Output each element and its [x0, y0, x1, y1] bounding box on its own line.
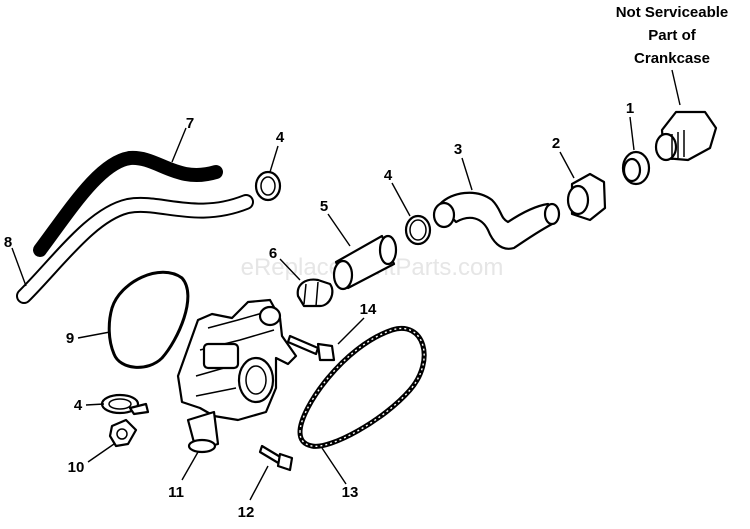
part-1-ring: 1 [621, 100, 651, 186]
part-3-bent-tube: 3 [432, 141, 561, 250]
crankcase-note: Not Serviceable Part of Crankcase [616, 4, 729, 106]
part-5-sleeve: 5 [320, 198, 398, 291]
callout-4-lower: 4 [74, 397, 83, 414]
callout-14: 14 [360, 301, 377, 318]
callout-11: 11 [168, 484, 184, 501]
callout-6: 6 [269, 245, 277, 262]
part-2-nut: 2 [552, 135, 607, 222]
crankcase-elbow-fitting [654, 110, 718, 162]
callout-7: 7 [186, 115, 194, 132]
note-line-1: Not Serviceable [616, 4, 729, 21]
callout-13: 13 [342, 484, 359, 501]
note-line-3: Crankcase [634, 50, 710, 67]
callout-12: 12 [238, 504, 255, 521]
part-12-bolt: 12 [238, 444, 294, 521]
part-14-bolt: 14 [286, 301, 377, 362]
part-9-gasket: 9 [66, 270, 190, 369]
callout-3: 3 [454, 141, 462, 158]
part-11-water-pump: 11 [168, 298, 298, 501]
part-4-clamp-top: 4 [254, 129, 285, 202]
part-6-clip: 6 [269, 245, 334, 308]
callout-5: 5 [320, 198, 328, 215]
part-7-black-hose: 7 [33, 115, 223, 257]
callout-4-middle: 4 [384, 167, 393, 184]
part-8-white-hose: 8 [4, 194, 254, 304]
callout-4-top: 4 [276, 129, 285, 146]
callout-2: 2 [552, 135, 560, 152]
callout-10: 10 [68, 459, 85, 476]
note-line-2: Part of [648, 27, 697, 44]
part-10-fitting: 10 [68, 418, 138, 476]
callout-1: 1 [626, 100, 634, 117]
callout-8: 8 [4, 234, 12, 251]
part-13-belt: 13 [297, 325, 427, 501]
part-4-clamp-lower: 4 [74, 393, 150, 416]
part-4-clamp-middle: 4 [384, 167, 432, 246]
callout-9: 9 [66, 330, 74, 347]
